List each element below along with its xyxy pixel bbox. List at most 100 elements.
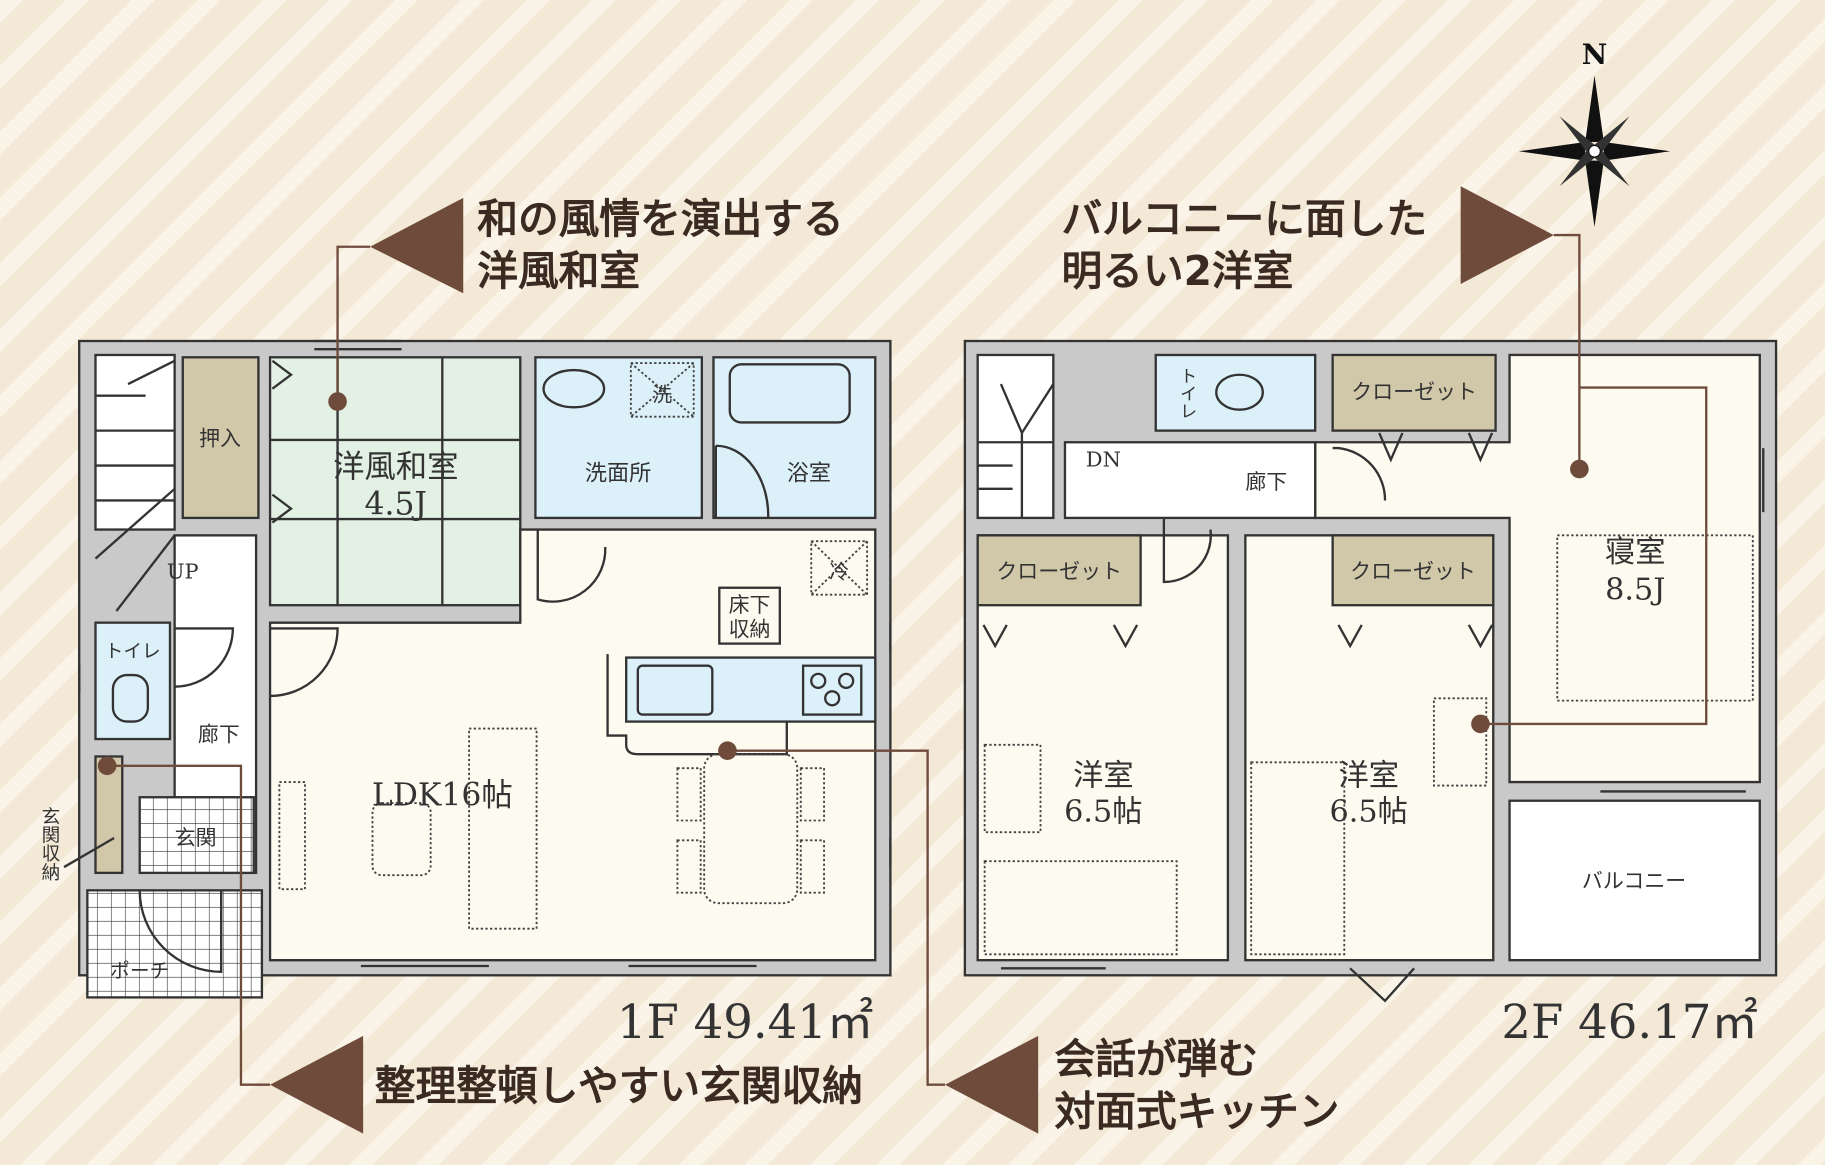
closet-mid xyxy=(1331,534,1495,607)
label-senmenjo: 洗面所 xyxy=(585,461,651,487)
closet-door-marks-2f xyxy=(982,432,1494,649)
sink-icon xyxy=(636,664,714,716)
chair-icon xyxy=(676,839,702,894)
underfloor-storage-box xyxy=(718,586,781,645)
label-closet-top: クローゼット xyxy=(1351,380,1477,404)
ldk-hall-door-icon xyxy=(270,627,339,698)
closet-top xyxy=(1331,353,1497,432)
hallway-2f xyxy=(1063,441,1317,520)
pointer-triangle-icon xyxy=(270,1035,364,1134)
label-rouka-1f: 廊下 xyxy=(198,722,240,746)
annotation-text: 会話が弾む xyxy=(1054,1035,1258,1083)
toilet-icon xyxy=(111,673,150,723)
pointer-dot xyxy=(1471,714,1490,734)
dining-table-icon xyxy=(703,753,799,905)
oshiire-closet xyxy=(181,356,260,520)
label-bedroom: 寝室 xyxy=(1605,535,1666,570)
washbasin-icon xyxy=(542,368,606,409)
label-toilet-2f: トイレ xyxy=(1177,367,1197,419)
label-porch: ポーチ xyxy=(110,960,169,983)
pointer-triangle-icon xyxy=(370,197,464,294)
bedroom xyxy=(1314,353,1761,784)
annotation-kitchen: 会話が弾む 対面式キッチン xyxy=(718,741,1340,1135)
label-underfloor-2: 収納 xyxy=(729,618,771,642)
label-closet-left: クローゼット xyxy=(996,559,1122,583)
pointer-triangle-icon xyxy=(945,1035,1039,1134)
windows-1f xyxy=(78,339,892,968)
floor1-area: 1F 49.41㎡ xyxy=(617,995,874,1049)
stairs-2f xyxy=(976,353,1055,520)
label-bedroom-size: 8.5J xyxy=(1605,572,1665,607)
label-underfloor-1: 床下 xyxy=(729,593,771,617)
ldk-room xyxy=(268,528,877,962)
label-closet-mid: クローゼット xyxy=(1350,559,1476,583)
entrance-door-icon xyxy=(138,890,223,973)
pointer-dot xyxy=(718,741,737,760)
senmenjo-room xyxy=(534,356,704,520)
washitsu-room xyxy=(268,356,522,607)
floor-2: DN トイレ クローゼット 廊下 寝室 8.5J クローゼット クローゼット 洋… xyxy=(963,339,1778,1049)
chair-icon xyxy=(676,767,702,822)
label-oshiire: 押入 xyxy=(199,427,241,451)
table-icon xyxy=(371,802,432,877)
stove-icon xyxy=(801,664,863,716)
yokushitsu-room xyxy=(712,356,877,520)
annotation-western-rooms: バルコニーに面した 明るい2洋室 xyxy=(1061,186,1708,734)
label-toilet-1f: トイレ xyxy=(105,642,161,663)
closet-door-marks xyxy=(271,359,293,524)
ldk-door-icon xyxy=(536,529,607,603)
fridge-icon xyxy=(810,540,869,596)
label-genkan: 玄関 xyxy=(175,826,217,850)
label-washitsu-size: 4.5J xyxy=(364,486,427,522)
doors-2f xyxy=(1162,446,1387,584)
chair-icon xyxy=(799,839,825,894)
label-western-a-size: 6.5帖 xyxy=(1064,795,1142,830)
bed-icon xyxy=(1250,761,1346,956)
label-fridge: 冷 xyxy=(829,560,849,583)
floor-1: 押入 洋風和室 4.5J 洗面所 洗 浴室 冷 床下 収納 UP トイレ 廊下 … xyxy=(38,339,892,1049)
label-yokushitsu: 浴室 xyxy=(787,461,831,487)
counter-bar xyxy=(606,654,788,756)
toilet-icon-2f xyxy=(1215,373,1264,411)
bed-icon xyxy=(983,860,1178,956)
pointer-dot xyxy=(328,392,347,411)
label-up: UP xyxy=(167,559,199,583)
windows-2f xyxy=(1000,448,1765,1003)
tatami-grid xyxy=(270,357,521,606)
label-dn: DN xyxy=(1086,448,1121,472)
bed-icon xyxy=(1556,534,1754,702)
sofa-icon xyxy=(468,727,538,930)
balcony xyxy=(1508,799,1761,962)
annotation-text: バルコニーに面した xyxy=(1061,195,1427,243)
genkan-storage xyxy=(94,755,124,875)
closet-left xyxy=(976,534,1142,607)
annotation-text: 明るい2洋室 xyxy=(1061,247,1293,295)
bath-door-icon xyxy=(714,444,770,518)
label-balcony: バルコニー xyxy=(1582,869,1686,893)
annotation-washitsu: 和の風情を演出する 洋風和室 xyxy=(328,195,844,411)
desk-icon xyxy=(983,743,1042,834)
label-ldk: LDK16帖 xyxy=(372,777,513,813)
label-washitsu: 洋風和室 xyxy=(333,449,459,485)
bathtub-icon xyxy=(728,363,851,424)
chair-icon xyxy=(799,767,825,822)
label-rouka-2f: 廊下 xyxy=(1245,470,1287,494)
tv-board-icon xyxy=(278,781,306,891)
label-western-b: 洋室 xyxy=(1338,759,1399,794)
north-compass: N xyxy=(1518,38,1671,227)
toilet-1f xyxy=(94,621,172,741)
pointer-dot xyxy=(1570,459,1589,479)
north-label: N xyxy=(1582,38,1608,71)
label-western-a: 洋室 xyxy=(1073,759,1134,794)
floor2-area: 2F 46.17㎡ xyxy=(1501,995,1758,1049)
label-washer: 洗 xyxy=(652,384,672,407)
porch-area xyxy=(86,889,264,999)
annotation-text: 洋風和室 xyxy=(477,247,640,295)
kitchen-counter xyxy=(625,656,877,723)
genkan-area xyxy=(138,796,255,875)
washing-machine-icon xyxy=(629,362,695,418)
compass-rose-icon xyxy=(1518,75,1671,227)
stair-treads-2f xyxy=(977,383,1055,518)
pointer-triangle-icon xyxy=(1460,186,1554,284)
